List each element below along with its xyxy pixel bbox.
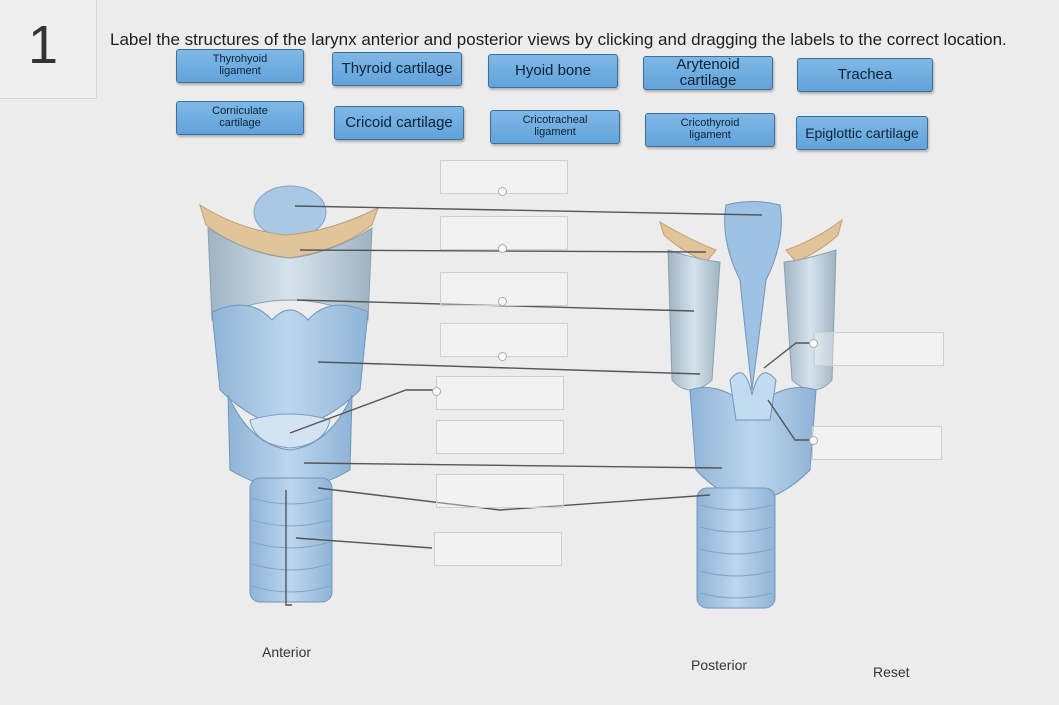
anterior-view-label: Anterior — [262, 644, 312, 660]
label-text: Cricothyroid — [680, 117, 740, 130]
connector-dot — [498, 187, 507, 196]
label-text: Hyoid bone — [515, 62, 591, 80]
anterior-larynx — [199, 185, 379, 603]
drop-target-5[interactable] — [436, 376, 564, 410]
connector-dot — [498, 352, 507, 361]
instruction-text: Label the structures of the larynx anter… — [110, 30, 1007, 49]
posterior-arytenoid-cartilage — [729, 372, 777, 421]
label-text: Thyroid cartilage — [341, 60, 453, 78]
posterior-trachea — [696, 487, 776, 609]
posterior-larynx — [659, 201, 843, 609]
posterior-view-label: Posterior — [691, 657, 748, 673]
drop-target-7[interactable] — [436, 474, 564, 508]
connector-dot — [498, 244, 507, 253]
posterior-epiglottis — [724, 201, 782, 391]
question-number-panel: 1 — [0, 0, 97, 99]
label-cricoid-cartilage[interactable]: Cricoid cartilage — [334, 106, 464, 140]
label-hyoid-bone[interactable]: Hyoid bone — [488, 54, 618, 88]
connector-dot — [809, 339, 818, 348]
drop-target-10[interactable] — [812, 426, 942, 460]
label-text: Trachea — [837, 66, 893, 84]
leader-lines — [285, 205, 815, 606]
label-text: ligament — [689, 129, 731, 141]
label-text: cartilage — [219, 117, 261, 129]
connector-dot — [809, 436, 818, 445]
connector-dot — [498, 297, 507, 306]
label-thyroid-cartilage[interactable]: Thyroid cartilage — [332, 52, 462, 86]
connector-dot — [432, 387, 441, 396]
label-trachea[interactable]: Trachea — [797, 58, 933, 92]
label-epiglottic-cartilage[interactable]: Epiglottic cartilage — [796, 116, 928, 150]
label-arytenoid-cartilage[interactable]: Arytenoid cartilage — [643, 56, 773, 90]
label-text: Arytenoid cartilage — [676, 56, 740, 89]
label-text: Thyrohyoid — [212, 53, 268, 66]
posterior-thyroid-wings — [667, 249, 721, 391]
question-number: 1 — [28, 15, 59, 75]
label-text: Cricoid cartilage — [345, 114, 453, 132]
posterior-hyoid-bone-right — [785, 218, 843, 263]
label-text: Epiglottic cartilage — [805, 124, 919, 141]
drop-target-8[interactable] — [434, 532, 562, 566]
posterior-thyroid-wings-right — [783, 249, 837, 391]
label-text: ligament — [219, 65, 261, 77]
drop-target-9[interactable] — [814, 332, 944, 366]
label-text: ligament — [534, 126, 576, 138]
reset-button[interactable]: Reset — [873, 664, 910, 680]
label-text: Corniculate — [212, 105, 268, 118]
anterior-thyrohyoid-membrane — [207, 227, 373, 321]
label-text: Cricotracheal — [522, 114, 588, 127]
drop-target-6[interactable] — [436, 420, 564, 454]
